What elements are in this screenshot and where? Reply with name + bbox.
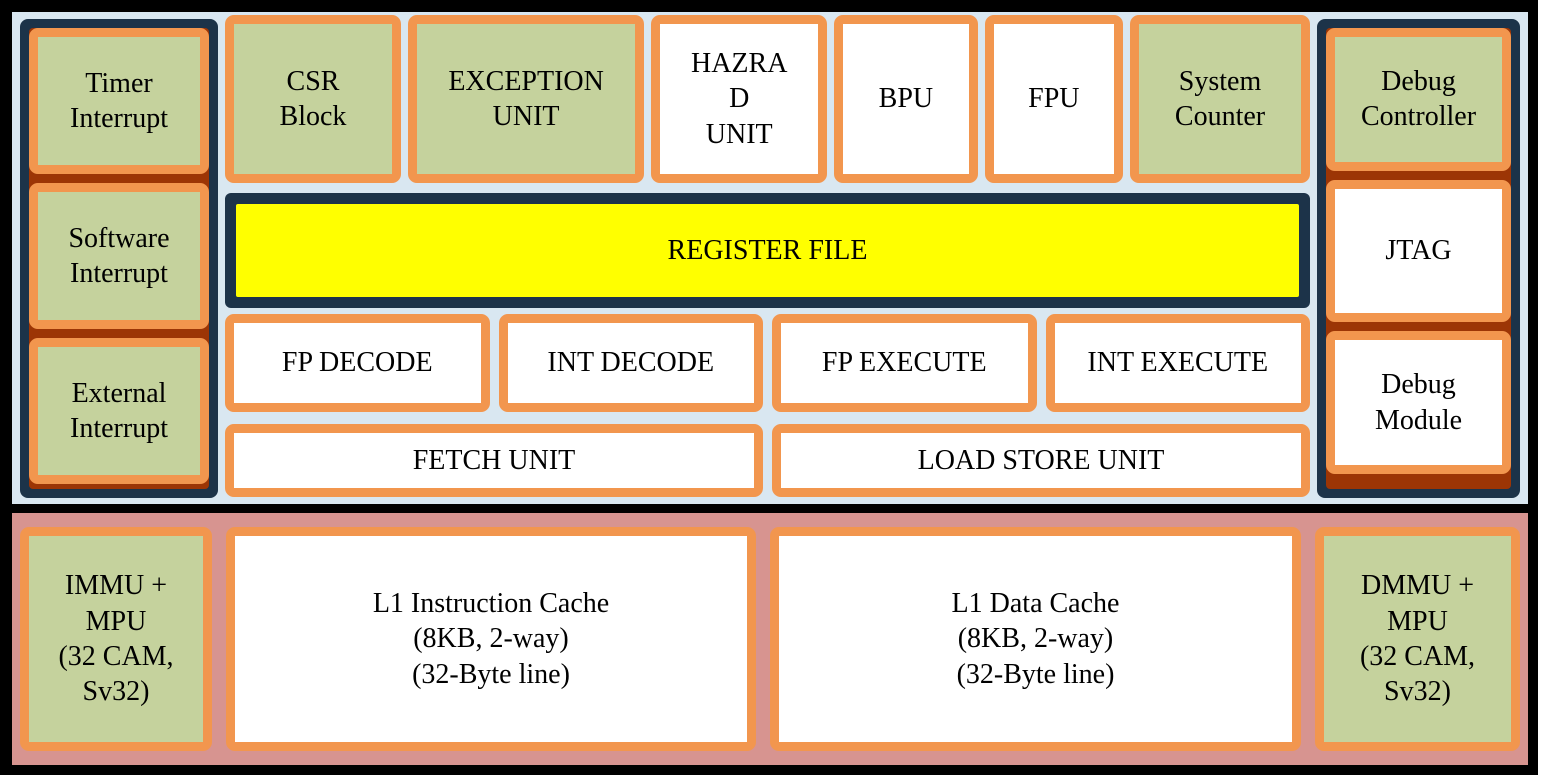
block-exception-unit: EXCEPTION UNIT: [407, 15, 645, 183]
block-fetch-unit: FETCH UNIT: [225, 424, 763, 497]
block-system-counter: System Counter: [1130, 15, 1310, 183]
block-register-file: REGISTER FILE: [236, 204, 1299, 297]
block-bpu: BPU: [834, 15, 978, 183]
block-debug-module: Debug Module: [1326, 331, 1511, 475]
interrupt-panel-inner: Timer Interrupt Software Interrupt Exter…: [29, 28, 209, 489]
top-units-row: CSR Block EXCEPTION UNIT HAZRA D UNIT BP…: [225, 15, 1310, 183]
block-l1-data-cache: L1 Data Cache (8KB, 2-way) (32-Byte line…: [770, 527, 1301, 751]
block-csr: CSR Block: [225, 15, 401, 183]
block-fp-decode: FP DECODE: [225, 314, 490, 412]
block-external-interrupt: External Interrupt: [29, 338, 209, 484]
core-center-column: CSR Block EXCEPTION UNIT HAZRA D UNIT BP…: [225, 15, 1310, 498]
block-int-decode: INT DECODE: [498, 314, 763, 412]
core-complex-section: Timer Interrupt Software Interrupt Exter…: [12, 12, 1528, 504]
block-int-execute: INT EXECUTE: [1045, 314, 1310, 412]
interrupt-panel: Timer Interrupt Software Interrupt Exter…: [20, 19, 218, 498]
block-fp-execute: FP EXECUTE: [772, 314, 1037, 412]
decode-execute-row: FP DECODE INT DECODE FP EXECUTE INT EXEC…: [225, 314, 1310, 412]
fetch-loadstore-row: FETCH UNIT LOAD STORE UNIT: [225, 424, 1310, 497]
block-debug-controller: Debug Controller: [1326, 28, 1511, 171]
block-jtag: JTAG: [1326, 179, 1511, 323]
block-load-store-unit: LOAD STORE UNIT: [772, 424, 1310, 497]
block-fpu: FPU: [984, 15, 1124, 183]
block-software-interrupt: Software Interrupt: [29, 183, 209, 329]
block-l1-instruction-cache: L1 Instruction Cache (8KB, 2-way) (32-By…: [226, 527, 757, 751]
register-file-container: REGISTER FILE: [225, 193, 1310, 308]
block-dmmu-mpu: DMMU + MPU (32 CAM, Sv32): [1315, 527, 1520, 751]
debug-panel: Debug Controller JTAG Debug Module: [1317, 19, 1520, 498]
debug-panel-inner: Debug Controller JTAG Debug Module: [1326, 28, 1511, 489]
block-immu-mpu: IMMU + MPU (32 CAM, Sv32): [20, 527, 212, 751]
memory-section: IMMU + MPU (32 CAM, Sv32) L1 Instruction…: [12, 513, 1528, 765]
block-timer-interrupt: Timer Interrupt: [29, 28, 209, 174]
block-hazard-unit: HAZRA D UNIT: [651, 15, 828, 183]
